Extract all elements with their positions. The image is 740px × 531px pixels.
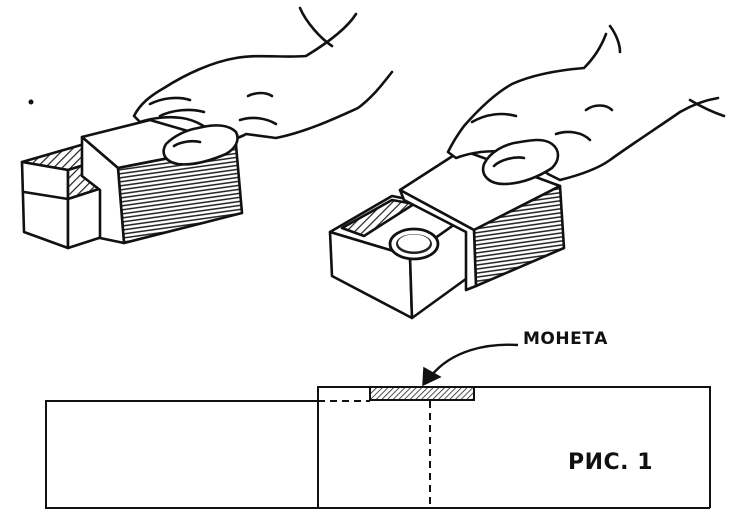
cross-section-diagram xyxy=(45,343,711,509)
matchbox-icon xyxy=(328,148,566,320)
coin-icon xyxy=(369,386,475,401)
open-matchbox-with-hand xyxy=(328,24,726,320)
figure-caption: РИС. 1 xyxy=(568,450,654,475)
matchbox-icon xyxy=(20,118,244,250)
coin-label: МОНЕТА xyxy=(523,329,608,349)
stray-dot xyxy=(28,99,34,105)
tray-outline xyxy=(45,400,710,509)
arrow-icon xyxy=(430,343,519,377)
closed-matchbox-with-hand xyxy=(20,6,394,250)
sleeve-outline xyxy=(317,386,711,508)
hand-icon xyxy=(446,24,726,186)
hand-icon xyxy=(132,6,394,166)
